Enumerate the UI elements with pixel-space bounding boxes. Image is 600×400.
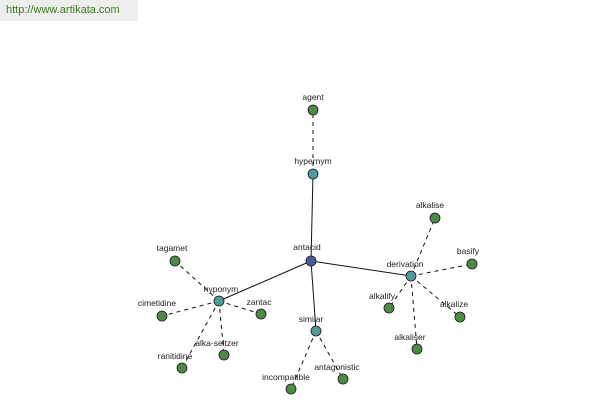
graph-edges	[161, 110, 473, 390]
label-agent: agent	[302, 92, 324, 102]
label-alka-seltzer: alka-seltzer	[195, 338, 239, 348]
label-derivation: derivation	[387, 259, 424, 269]
edge-antacid-hypernym	[310, 173, 314, 262]
label-antacid: antacid	[293, 242, 321, 252]
site-url-link[interactable]: http://www.artikata.com	[0, 0, 138, 21]
edge-hyponym-alka-seltzer	[218, 300, 225, 356]
node-tagamet[interactable]	[169, 255, 181, 267]
node-alkalize[interactable]	[454, 311, 466, 323]
node-antacid[interactable]	[305, 255, 317, 267]
label-hyponym: hyponym	[204, 284, 239, 294]
node-basify[interactable]	[466, 258, 478, 270]
label-alkaliser: alkaliser	[394, 332, 425, 342]
edge-antacid-similar	[310, 260, 317, 332]
label-cimetidine: cimetidine	[138, 298, 177, 308]
graph-nodes	[156, 104, 478, 395]
edge-antacid-derivation	[310, 260, 412, 277]
node-cimetidine[interactable]	[156, 310, 168, 322]
node-alkalify[interactable]	[383, 302, 395, 314]
edge-derivation-basify	[410, 263, 473, 277]
label-zantac: zantac	[246, 297, 272, 307]
label-alkalify: alkalify	[369, 291, 396, 301]
node-ranitidine[interactable]	[176, 362, 188, 374]
label-incompatible: incompatible	[262, 372, 310, 382]
edge-derivation-alkalise	[410, 217, 436, 277]
node-incompatible[interactable]	[285, 383, 297, 395]
node-alkalise[interactable]	[429, 212, 441, 224]
label-hypernym: hypernym	[294, 156, 331, 166]
node-similar[interactable]	[310, 325, 322, 337]
graph-labels: agent hypernym alkalise basify alkalify alkal…	[138, 92, 480, 382]
node-alka-seltzer[interactable]	[218, 349, 230, 361]
edge-hyponym-tagamet	[174, 260, 220, 302]
label-tagamet: tagamet	[157, 243, 188, 253]
label-alkalise: alkalise	[416, 200, 445, 210]
edge-similar-incompatible	[290, 330, 317, 390]
label-similar: similar	[299, 314, 324, 324]
label-alkalize: alkalize	[440, 299, 469, 309]
node-agent[interactable]	[307, 104, 319, 116]
edge-hyponym-cimetidine	[161, 300, 220, 317]
edge-similar-antagonistic	[315, 330, 344, 380]
node-hyponym[interactable]	[213, 295, 225, 307]
label-antagonistic: antagonistic	[314, 362, 360, 372]
label-basify: basify	[457, 246, 480, 256]
node-zantac[interactable]	[255, 308, 267, 320]
label-ranitidine: ranitidine	[158, 351, 193, 361]
edge-derivation-alkalify	[388, 275, 412, 309]
node-derivation[interactable]	[405, 270, 417, 282]
node-antagonistic[interactable]	[337, 373, 349, 385]
node-hypernym[interactable]	[307, 168, 319, 180]
edge-antacid-hyponym	[218, 260, 312, 302]
node-alkaliser[interactable]	[411, 343, 423, 355]
edge-derivation-alkalize	[410, 275, 461, 318]
